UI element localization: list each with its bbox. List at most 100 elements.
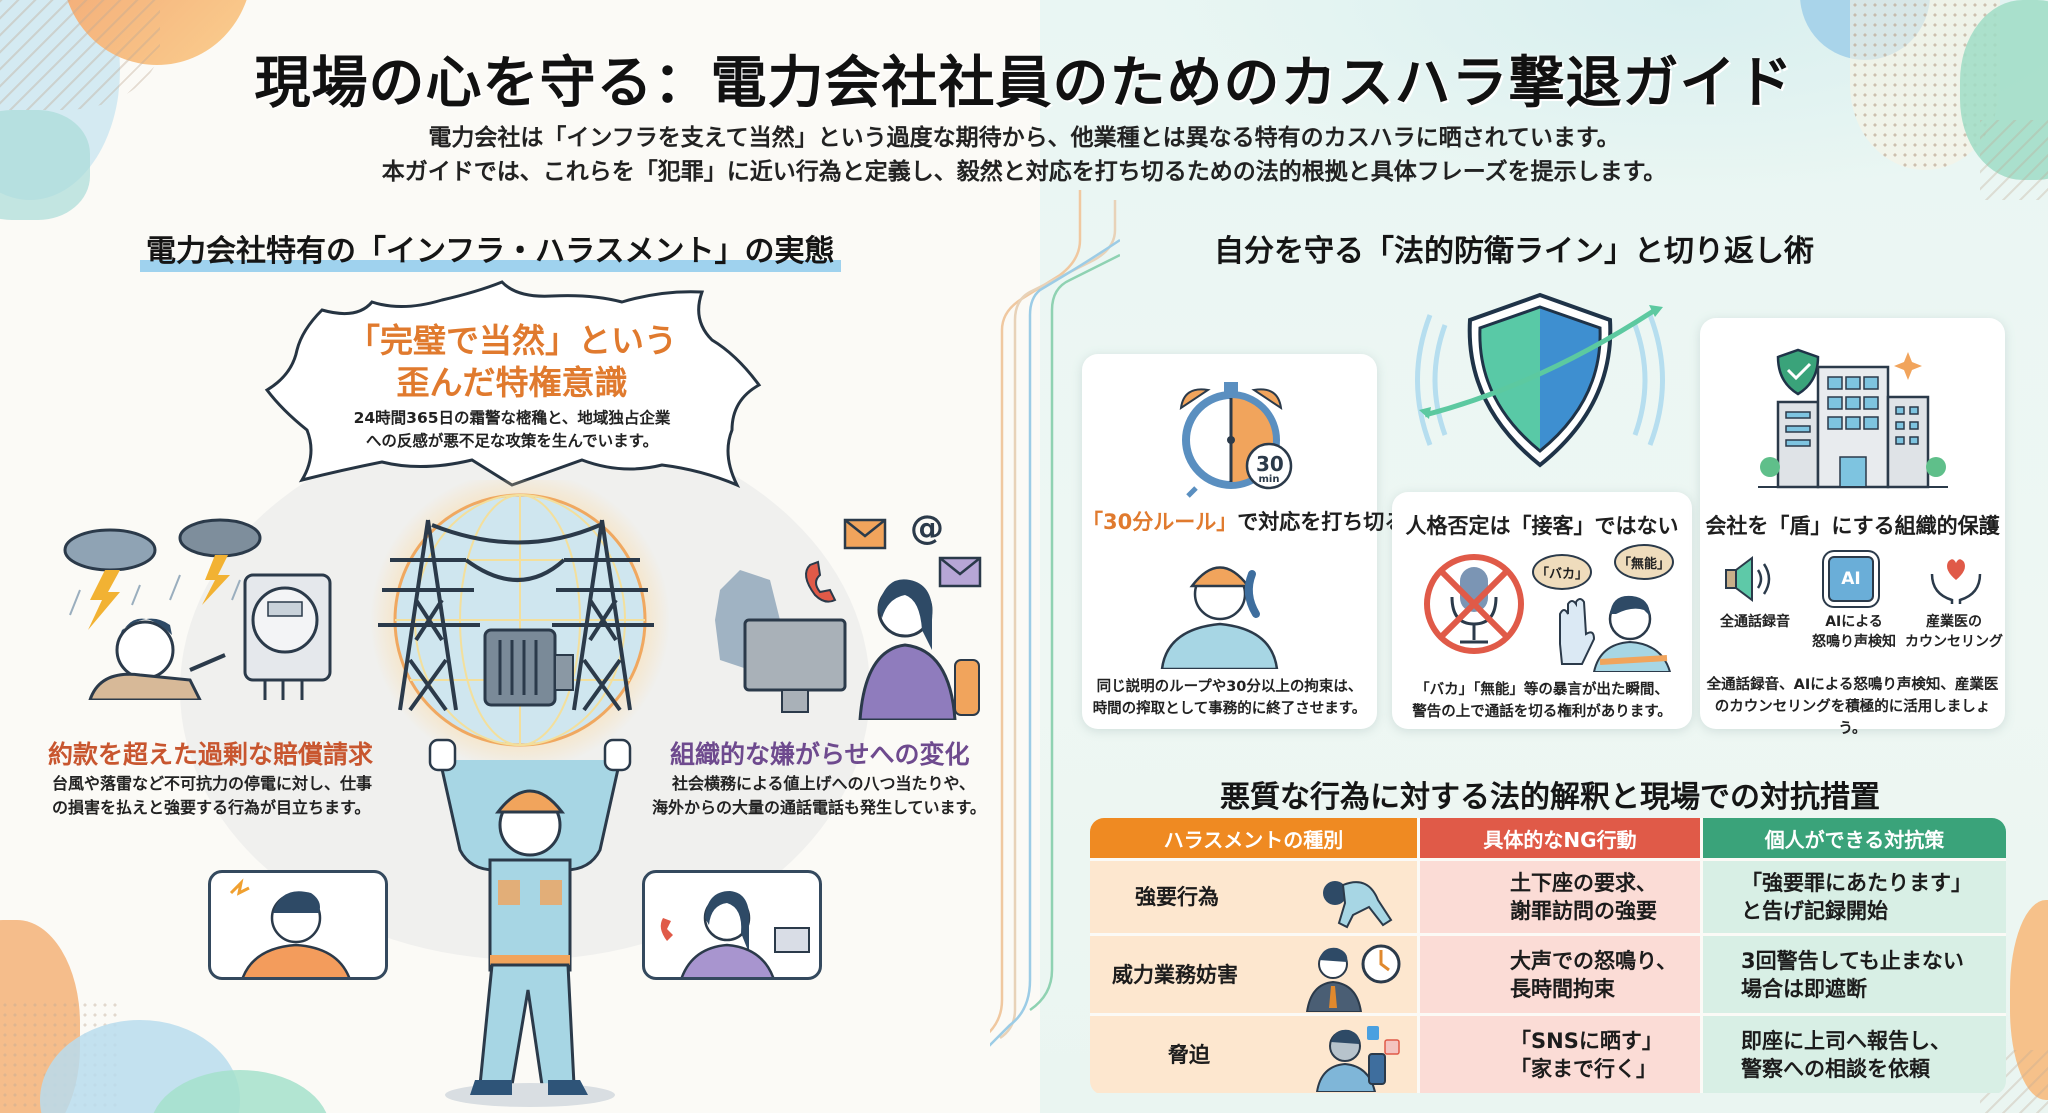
power-grid-globe-illustration [370,480,670,760]
right-section-heading: 自分を守る「法的防衛ライン」と切り返し術 [1208,226,1820,272]
card-30min-title: 「30分ルール」で対応を打ち切る [1082,506,1405,536]
case-title-organized-harassment: 組織的な嫌がらせへの変化 [670,740,970,769]
speech-munou-text: 「無能」 [1617,556,1670,572]
table-row-1-counter: 「強要罪にあたります」と告げ記録開始 [1700,858,2006,933]
card-organizational-protection: 会社を「盾」にする組織的保護 AI 全通話録音 AIによる 怒鳴り声検知 産業医… [1700,318,2005,737]
threatening-man-phone-icon [1315,1026,1400,1092]
row-counter-line-1: 3回警告しても止まない [1741,948,1964,973]
row-ng-line-1: 土下座の要求、 [1510,871,1657,895]
burst-shape [264,280,762,488]
at-sign-icon: @ [910,508,944,548]
worker-holding-grid-illustration [428,738,632,1107]
card-30min-title-rest: で対応を打ち切る [1237,510,1406,534]
case-desc-compensation-line-1: 台風や落雷など不可抗力の停電に対し、仕事 [52,774,373,793]
ai-chip-icon: AI [1828,556,1874,602]
table-header-ng: 具体的なNG行動 [1417,818,1700,858]
row-ng-line-2: 「家まで行く」 [1510,1056,1657,1081]
table-header-counter: 個人ができる対抗策 [1700,818,2006,858]
company-building-icon [1758,348,1948,489]
speaker-recording-icon [1725,556,1771,602]
alarm-clock-icon [1179,382,1293,498]
table-row-3-counter: 即座に上司へ報告し、警察への相談を依頼 [1700,1013,2006,1093]
card-30min-desc-line-2: 時間の搾取として事務的に終了させます。 [1092,701,1367,717]
right-section-heading-text: 自分を守る「法的防衛ライン」と切り返し術 [1214,234,1814,269]
burst-title-line-2: 歪んだ特権意識 [396,363,628,402]
ai-chip-label: AI [1841,569,1861,589]
timer-unit: min [1258,474,1280,485]
row-counter-line-1: 「強要罪にあたります」 [1741,871,1972,895]
row-type-text: 威力業務妨害 [1112,962,1238,987]
worker-stop-hand-illustration [1559,595,1672,672]
case-desc-organized-line-1: 社会横務による値上げへの八つ当たりや、 [672,774,976,793]
angry-caller-speech-box [208,870,388,980]
left-section-heading-text: 電力会社特有の「インフラ・ハラスメント」の実態 [146,234,835,269]
case-desc-organized-line-2: 海外からの大量の通話電話も発生しています。 [652,798,986,817]
feature-counseling-label-line-2: カウンセリング [1905,634,2003,650]
speech-baka-text: 「バカ」 [1535,566,1588,582]
burst-desc-line-1: 24時間365日の霜警な樒穐と、地域独占企業 [353,409,671,427]
feature-counseling-label-line-1: 産業医の [1926,614,1982,630]
kneeling-person-icon [1323,881,1393,929]
card-org-desc-line-1: 全通話録音、AIによる怒鳴り声検知、産業医 [1706,677,1999,693]
row-type-text: 強要行為 [1135,885,1219,909]
row-ng-line-1: 大声での怒鳴り、 [1510,948,1678,973]
timer-value: 30 [1256,452,1284,476]
card-personal-attack-desc-line-2: 警告の上で通話を切る権利があります。 [1412,704,1672,720]
stressed-operator-illustration [660,891,810,977]
card-30min-desc-line-1: 同じ説明のループや30分以上の拘束は、 [1096,679,1363,695]
row-counter-line-2: 場合は即遮断 [1741,976,1867,1001]
header-counter-text: 個人ができる対抗策 [1764,827,1945,852]
header-ng-text: 具体的なNG行動 [1483,827,1637,852]
angry-caller-illustration [229,878,351,977]
header-type-text: ハラスメントの種別 [1163,827,1344,852]
heart-hands-icon [1930,559,1982,604]
angry-customer-storm-illustration [63,518,332,700]
row-ng-line-2: 長時間拘束 [1510,976,1615,1001]
row-ng-line-1: 「SNSに晒す」 [1510,1028,1663,1053]
case-desc-compensation-line-2: の損害を払えと強要する行為が目立ちます。 [52,798,371,817]
decor-stripes-topright [1980,120,2048,200]
case-title-compensation: 約款を超えた過剰な賠償請求 [48,740,374,769]
shouting-man-clock-icon [1305,944,1401,1012]
row-counter-line-2: と告げ記録開始 [1741,899,1888,923]
table-row-3-type: 脅迫 [1090,1013,1417,1093]
feature-ai-label-line-2: 怒鳴り声検知 [1812,634,1896,650]
feature-recording-label: 全通話録音 [1720,614,1790,630]
no-microphone-icon [1424,554,1524,654]
speech-bubble-baka: 「バカ」 [1532,554,1592,590]
speech-bubble-munou: 「無能」 [1614,544,1674,580]
lead-line-1: 電力会社は「インフラを支えて当然」という過度な期待から、他業種とは異なる特有のカ… [428,125,1620,151]
decor-blob-teal-topleft [0,110,90,220]
card-personal-attack: 人格否定は「接客」ではない 「バカ」 「無能」 「バカ」「無能」等の暴言が出た瞬… [1392,492,1692,729]
card-org-protection-title: 会社を「盾」にする組織的保護 [1705,514,2000,538]
row-ng-line-2: 謝罪訪問の強要 [1510,899,1657,923]
shield-icon [1415,292,1665,468]
row-counter-line-1: 即座に上司へ報告し、 [1741,1028,1951,1053]
page-title: 現場の心を守る：電力会社社員のためのカスハラ撃退ガイド [254,51,1794,116]
lead-line-2: 本ガイドでは、これらを「犯罪」に近い行為と定義し、毅然と対応を打ち切るための法的… [381,159,1667,185]
left-section-heading: 電力会社特有の「インフラ・ハラスメント」の実態 [140,226,841,272]
card-30min-rule: 30 min 「30分ルール」で対応を打ち切る 同じ説明のループや30分以上の拘… [1082,354,1405,729]
card-30min-title-highlight: 「30分ルール」 [1082,510,1238,534]
burst-desc-line-2: への反感が悪不足な攻策を生んでいます。 [365,432,659,450]
operator-illustration: @ [700,500,1010,720]
table-row-3-ng: 「SNSに晒す」「家まで行く」 [1417,1013,1700,1093]
privilege-burst-bubble: 「完璧で当然」という 歪んだ特権意識 24時間365日の霜警な樒穐と、地域独占企… [262,280,762,500]
decor-flow-lines [990,190,1120,1047]
table-header-type: ハラスメントの種別 [1090,818,1417,858]
operator-speech-box [642,870,822,980]
burst-title-line-1: 「完璧で当然」という [347,321,677,360]
table-row-2-ng: 大声での怒鳴り、長時間拘束 [1417,933,1700,1013]
table-row-1-ng: 土下座の要求、謝罪訪問の強要 [1417,858,1700,933]
table-row-2-counter: 3回警告しても止まない場合は即遮断 [1700,933,2006,1013]
countermeasure-table: ハラスメントの種別 具体的なNG行動 個人ができる対抗策 強要行為 土下座の要求… [1090,818,2006,1095]
decor-blob-green-topright [1960,0,2048,180]
card-org-desc-line-2: のカウンセリングを積極的に活用しましょう。 [1714,699,1991,737]
operator-scene-svg [715,518,982,720]
card-personal-attack-title: 人格否定は「接客」ではない [1405,514,1679,538]
row-type-text: 脅迫 [1168,1042,1210,1067]
card-personal-attack-desc-line-1: 「バカ」「無能」等の暴言が出た瞬間、 [1415,682,1669,698]
feature-ai-label-line-1: AIによる [1825,614,1883,630]
table-row-1-type: 強要行為 [1090,858,1417,933]
row-counter-line-2: 警察への相談を依頼 [1741,1056,1930,1081]
